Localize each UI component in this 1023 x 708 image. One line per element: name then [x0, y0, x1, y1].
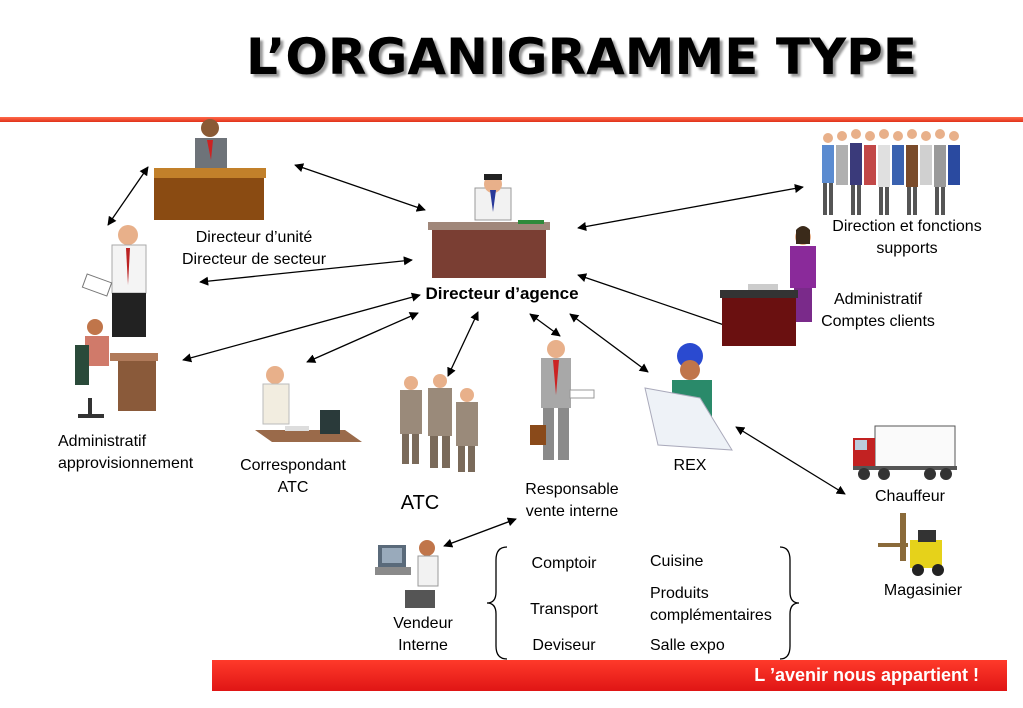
arrow-vendeur — [443, 517, 517, 548]
label-responsable: Responsable vente interne — [525, 481, 619, 520]
label-chauffeur: Chauffeur — [875, 488, 945, 505]
arrow-chauffeur — [735, 426, 846, 495]
specialty-transport: Transport — [530, 601, 598, 618]
label-atc: ATC — [400, 492, 440, 514]
arrow-appro — [182, 292, 421, 363]
specialty-salle-expo: Salle expo — [650, 637, 725, 654]
header-divider — [0, 117, 1023, 122]
arrow-admin-left — [199, 256, 413, 286]
atc-group-illustration — [400, 374, 478, 472]
footer-banner: L ’avenir nous appartient ! — [212, 660, 1007, 691]
arrow-correspondant — [306, 312, 419, 363]
specialty-deviseur: Deviseur — [532, 637, 596, 654]
label-directeur-unite: Directeur d’unité Directeur de secteur — [181, 229, 327, 268]
label-magasinier: Magasinier — [883, 582, 963, 599]
rex-illustration — [644, 343, 733, 451]
woman-desk-illustration — [75, 319, 158, 418]
forklift-icon — [878, 513, 944, 576]
label-vendeur: Vendeur Interne — [393, 615, 453, 654]
specialties-brackets — [486, 546, 800, 660]
directeur-agence-illustration — [428, 174, 550, 278]
arrow-responsable — [529, 313, 561, 337]
specialty-comptoir: Comptoir — [531, 555, 597, 572]
label-directeur-agence: Directeur d’agence — [425, 284, 579, 303]
truck-icon — [853, 425, 957, 480]
vendeur-illustration — [375, 540, 439, 608]
arrow-atc — [447, 311, 479, 377]
arrow-supports — [577, 183, 804, 232]
label-admin-appro: Administratif approvisionnement — [58, 433, 194, 472]
label-rex: REX — [673, 457, 707, 474]
arrow-unite — [294, 163, 426, 212]
correspondant-illustration — [255, 366, 362, 442]
arrow-unite-admin — [107, 166, 149, 226]
label-correspondant: Correspondant ATC — [240, 457, 346, 496]
footer-slogan: L ’avenir nous appartient ! — [754, 665, 979, 685]
specialty-cuisine: Cuisine — [650, 553, 704, 570]
label-admin-clients: Administratif Comptes clients — [821, 291, 935, 330]
page-title: L’ORGANIGRAMME TYPE — [246, 28, 917, 86]
arrow-rex — [569, 313, 649, 373]
man-phone-illustration — [81, 225, 147, 337]
group-people-illustration — [822, 129, 960, 215]
directeur-unite-illustration — [154, 119, 266, 220]
responsable-illustration — [530, 340, 595, 460]
specialty-produits: Produits complémentaires — [650, 585, 772, 624]
label-direction-supports: Direction et fonctions supports — [832, 218, 982, 257]
admin-clients-illustration — [720, 226, 816, 346]
